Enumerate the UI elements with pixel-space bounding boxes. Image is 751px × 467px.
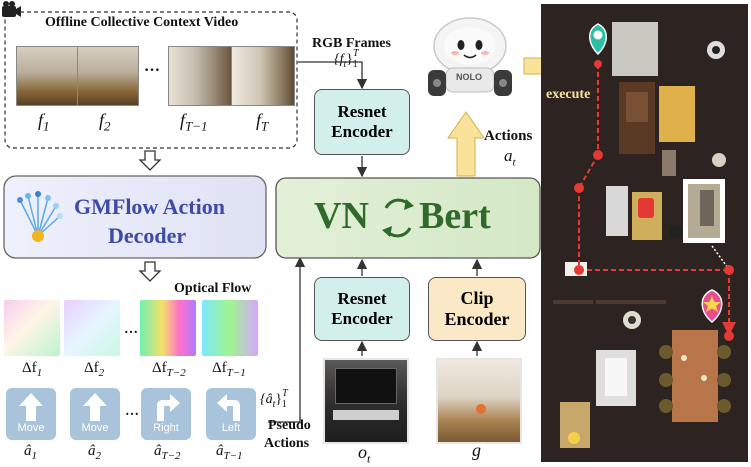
flow-label-1: Δf1 xyxy=(22,360,43,379)
decoder-label-line2: Decoder xyxy=(108,223,187,248)
arrow-turn-left-icon xyxy=(217,394,240,421)
flow-label-2: Δf2 xyxy=(84,360,105,379)
trajectory-path xyxy=(578,64,736,336)
observation-symbol: ot xyxy=(358,442,371,466)
decoder-box xyxy=(3,175,267,259)
pseudo-actions-set: {ât}T1 xyxy=(260,388,288,410)
video-title: Offline Collective Context Video xyxy=(45,15,239,30)
pseudo-action-right: Right xyxy=(141,388,191,440)
arrow-up-icon xyxy=(19,393,43,421)
optical-flow-t-minus-1 xyxy=(202,300,258,356)
clip-encoder: Clip Encoder xyxy=(428,277,526,341)
pseudo-action-move-2: Move xyxy=(70,388,120,440)
optical-flow-1 xyxy=(4,300,60,356)
pseudo-actions-line2: Actions xyxy=(264,436,310,451)
robot-icon xyxy=(428,17,512,96)
action-symbol-2: â2 xyxy=(88,443,101,462)
frame-label-t: fT xyxy=(256,110,269,134)
action-symbol-t-minus-2: âT−2 xyxy=(154,443,181,462)
observation-image xyxy=(323,358,409,444)
location-pin-icon xyxy=(589,23,607,56)
pseudo-action-label-2: Move xyxy=(81,422,109,434)
frame-label-t-minus-1: fT−1 xyxy=(180,110,208,134)
star-pin-icon xyxy=(701,289,723,323)
flow-label-t-minus-2: ΔfT−2 xyxy=(152,360,186,379)
resnet-encoder-bottom: Resnet Encoder xyxy=(314,277,410,341)
video-frame-1 xyxy=(16,46,78,106)
rgb-frames-set: {ft}T1 xyxy=(334,48,359,70)
video-frame-t-minus-1 xyxy=(168,46,232,106)
pseudo-action-left: Left xyxy=(206,388,256,440)
robot-badge: NOLO xyxy=(456,72,482,82)
rgb-frames-label: RGB Frames xyxy=(312,36,391,51)
decoder-label-line1: GMFlow Action xyxy=(74,194,225,219)
action-symbol-1: â1 xyxy=(24,443,37,462)
actions-label: Actions xyxy=(484,128,533,144)
camera-icon xyxy=(2,1,21,17)
goal-symbol: g xyxy=(472,440,481,460)
pseudo-action-label-3: Right xyxy=(153,422,179,434)
pseudo-action-label-4: Left xyxy=(221,422,241,434)
arrow-turn-right-icon xyxy=(157,394,180,421)
pseudo-actions-line1: Pseudo xyxy=(268,418,311,433)
vnbert-box xyxy=(275,177,541,259)
goal-image xyxy=(436,358,522,444)
optical-flow-2 xyxy=(64,300,120,356)
down-chevron-arrow-icon xyxy=(138,150,162,171)
execute-label: execute xyxy=(546,87,591,102)
actions-ellipsis: … xyxy=(125,404,139,419)
action-symbol-t-minus-1: âT−1 xyxy=(216,443,243,462)
video-frame-t xyxy=(231,46,295,106)
trajectory-waypoints xyxy=(574,60,734,341)
optical-flow-t-minus-2 xyxy=(140,300,196,356)
vnbert-label-right: Bert xyxy=(419,195,491,237)
flow-ellipsis: … xyxy=(124,322,138,337)
optical-flow-label: Optical Flow xyxy=(174,281,252,296)
arrow-up-icon xyxy=(83,393,107,421)
down-chevron-arrow-icon xyxy=(138,261,162,282)
vnbert-label-left: VN xyxy=(314,195,369,237)
actions-symbol: at xyxy=(504,146,516,169)
pseudo-action-label-1: Move xyxy=(17,422,45,434)
frame-label-2: f2 xyxy=(99,110,111,134)
resnet-encoder-top: Resnet Encoder xyxy=(314,89,410,155)
video-frame-2 xyxy=(77,46,139,106)
actions-up-arrow xyxy=(447,111,485,177)
map-furniture xyxy=(553,22,731,448)
decoder-fan-icon xyxy=(17,191,63,242)
pseudo-action-move-1: Move xyxy=(6,388,56,440)
frames-ellipsis: … xyxy=(144,58,160,75)
frame-label-1: f1 xyxy=(38,110,50,134)
flow-label-t-minus-1: ΔfT−1 xyxy=(212,360,246,379)
